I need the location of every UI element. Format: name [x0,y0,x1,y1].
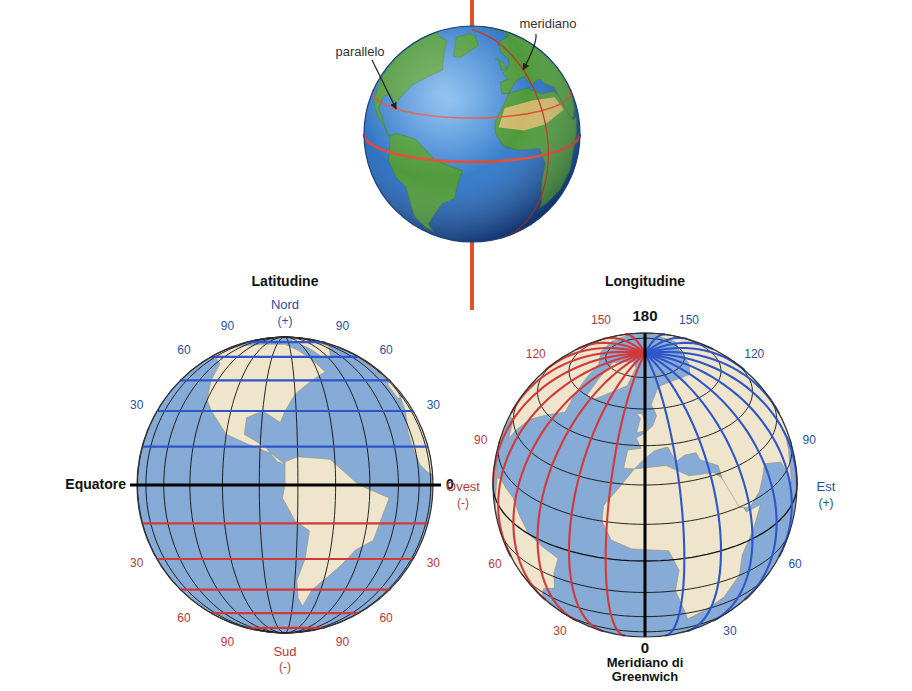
grid-line [211,356,359,358]
grid-line [645,353,777,600]
globe-outline [364,26,580,242]
grid-line [142,522,428,524]
equator-label: Equatore [65,477,126,492]
grid-line [644,353,647,637]
globe-heading: Longitudine [605,274,685,289]
grid-line [645,353,721,631]
earth-globe [364,26,580,242]
grid-line [180,379,389,381]
latitude-number: 90 [221,636,234,649]
grid-line [606,353,645,635]
latitude-number: 60 [379,613,392,626]
hemisphere-label: Nord [271,298,299,312]
globe-shading [364,26,580,242]
longitude-number: 120 [744,348,764,361]
grid-line [157,558,413,560]
pointer-label: meridiano [517,17,578,31]
longitude-number: 60 [788,558,801,571]
latitude-number: 90 [336,321,349,334]
grid-line [180,589,389,591]
sign-label: (-) [457,497,469,510]
longitude-number: 180 [632,308,657,325]
longitude-number: 150 [679,314,699,327]
sign-label: (+) [278,315,293,328]
latitude-number: 30 [427,557,440,570]
grid-line [211,612,359,614]
leader-line [523,34,536,70]
latitude-number: 90 [336,636,349,649]
longitude-number: 30 [723,626,736,639]
sign-label: (+) [819,497,834,510]
latitude-number: 60 [177,613,190,626]
latitude-number: 90 [221,321,234,334]
latitude-number: 30 [130,400,143,413]
grid-line [247,341,324,343]
globe-outline [493,333,797,637]
longitude-globe [493,333,797,637]
grid-line [645,334,665,353]
grid-line [498,353,645,556]
grid-line [645,338,687,354]
longitude-number: 90 [803,434,816,447]
leader-line [372,60,396,109]
latitude-number: 30 [130,557,143,570]
longitude-number: 150 [591,314,611,327]
hemisphere-label: Est [817,480,836,494]
grid-line [157,410,413,412]
globe-ocean [493,333,797,637]
longitude-number: 0 [641,640,649,657]
grid-line [645,353,797,485]
hemisphere-label: Sud [273,645,296,659]
grid-line [645,353,792,556]
sign-label: (-) [279,661,291,674]
meridian-name: Meridiano di Greenwich [588,656,703,684]
pointer-label: parallelo [333,45,386,59]
latitude-number: 60 [177,344,190,357]
grid-line [142,446,428,448]
globe-heading: Latitudine [252,274,319,289]
longitude-number: 120 [526,348,546,361]
longitude-number: 30 [553,626,566,639]
longitude-number: 90 [474,434,487,447]
latitude-number: 30 [427,400,440,413]
longitude-number: 60 [488,558,501,571]
grid-line [247,627,324,629]
equator-line [130,484,441,487]
grid-line [644,333,647,353]
latitude-number: 60 [379,344,392,357]
globe-ocean [364,26,580,242]
hemisphere-label: Ovest [446,480,480,494]
